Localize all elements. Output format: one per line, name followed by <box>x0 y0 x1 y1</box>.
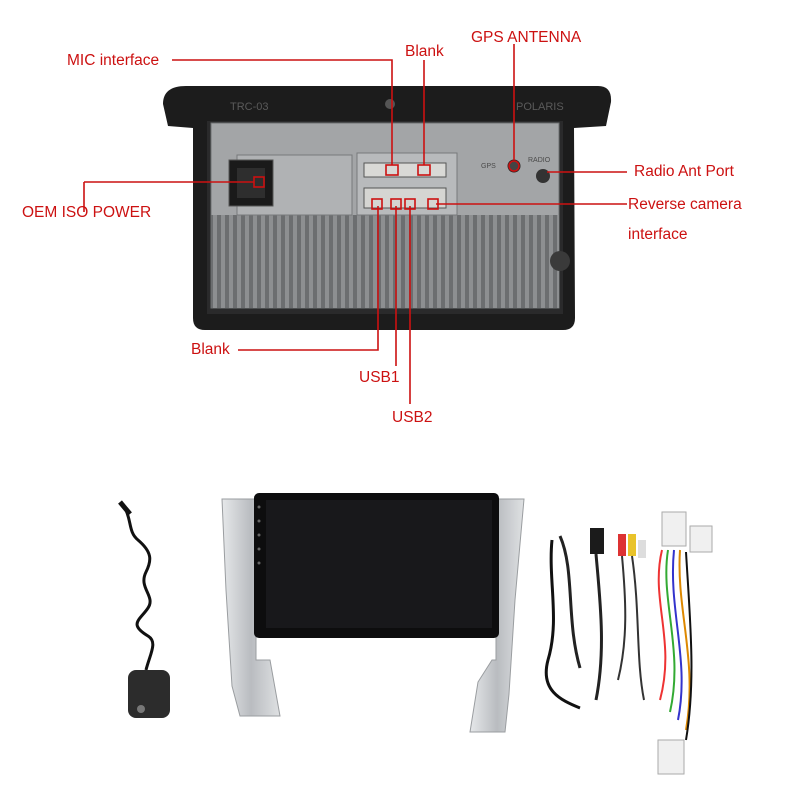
callout-lines <box>83 44 627 404</box>
mic-interface-label: MIC interface <box>67 52 160 69</box>
wiring-harness <box>544 511 713 775</box>
usb1-label: USB1 <box>359 369 400 386</box>
gps-port-marking: GPS <box>481 163 496 170</box>
oem-iso-power-label: OEM ISO POWER <box>22 204 152 221</box>
reverse-camera-label-line2: interface <box>628 226 688 243</box>
head-unit-rear: TRC-03 POLARIS GPS RADIO <box>163 86 612 330</box>
usb2-label: USB2 <box>392 409 433 426</box>
blank-top-label: Blank <box>405 43 444 60</box>
reverse-camera-label: Reverse camera <box>628 196 742 213</box>
radio-port-marking: RADIO <box>528 157 551 164</box>
gps-antenna-label: GPS ANTENNA <box>471 29 582 46</box>
blank-bottom-label: Blank <box>191 341 230 358</box>
gps-antenna <box>118 500 170 718</box>
radio-ant-port-label: Radio Ant Port <box>634 163 734 180</box>
unit-marking-right: POLARIS <box>516 101 564 113</box>
head-unit-front <box>221 493 525 733</box>
unit-marking-left: TRC-03 <box>230 101 269 113</box>
